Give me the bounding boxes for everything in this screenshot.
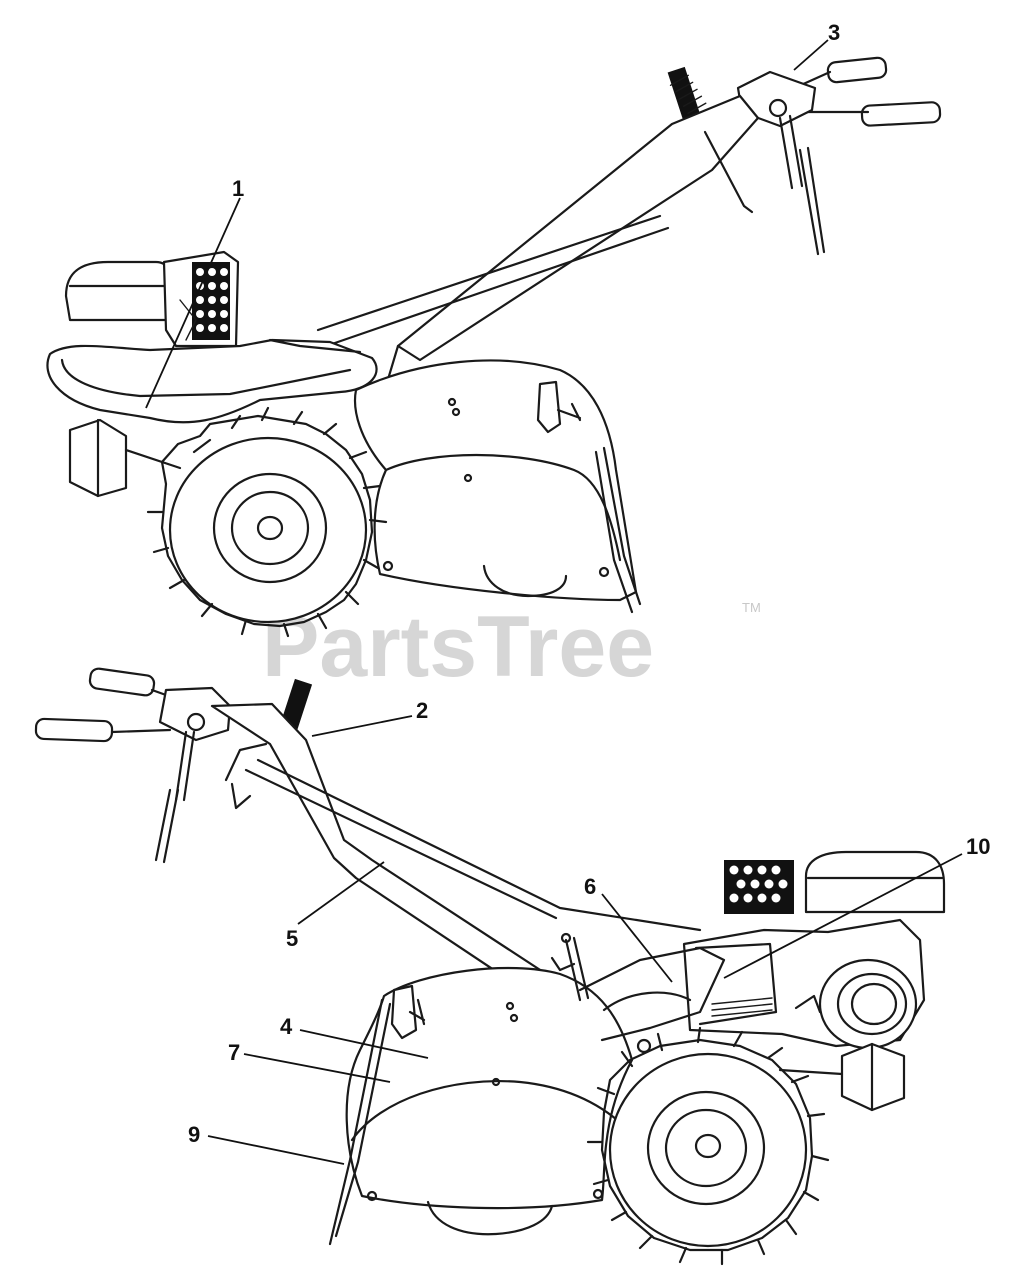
callout-label-4: 4	[280, 1014, 293, 1039]
callout-label-6: 6	[584, 874, 596, 899]
top-engine-air-filter-grid	[192, 262, 230, 340]
bottom-wheel	[586, 1026, 830, 1266]
callout-2: 2	[311, 698, 428, 737]
callout-1: 1	[145, 176, 244, 409]
bottom-engine	[682, 850, 946, 1050]
callout-3: 3	[793, 20, 840, 71]
watermark-trademark: TM	[742, 600, 761, 615]
callout-label-5: 5	[286, 926, 298, 951]
top-depth-rod	[778, 114, 826, 256]
tiller-bottom-view	[34, 667, 946, 1266]
bottom-depth-rod	[154, 730, 196, 864]
callout-label-7: 7	[228, 1040, 240, 1065]
top-handle-shaft	[316, 94, 760, 403]
bottom-transmission	[578, 946, 726, 1054]
watermark: PartsTree TM	[262, 599, 761, 695]
top-handle-grips	[736, 56, 942, 128]
callout-7: 7	[228, 1040, 391, 1083]
bottom-tine-hood	[328, 932, 634, 1246]
bottom-handle-grips	[34, 667, 232, 743]
callout-label-2: 2	[416, 698, 428, 723]
callout-label-1: 1	[232, 176, 244, 201]
top-front-guard	[46, 338, 378, 424]
top-engine	[64, 250, 240, 348]
callout-9: 9	[188, 1122, 345, 1165]
watermark-text: PartsTree	[262, 599, 654, 695]
bottom-handle-shaft	[210, 702, 702, 1020]
callout-6: 6	[584, 874, 673, 983]
bottom-engine-air-filter-grid	[724, 860, 794, 914]
tiller-top-view	[46, 56, 942, 638]
callout-label-3: 3	[828, 20, 840, 45]
top-wheel	[146, 406, 388, 638]
top-tine-hood	[353, 359, 642, 614]
bottom-chassis-bracket	[778, 1042, 906, 1112]
top-chassis-bracket	[68, 418, 182, 498]
callout-label-9: 9	[188, 1122, 200, 1147]
callout-10: 10	[723, 834, 990, 979]
callout-4: 4	[280, 1014, 429, 1059]
callout-5: 5	[286, 861, 385, 951]
callout-label-10: 10	[966, 834, 990, 859]
